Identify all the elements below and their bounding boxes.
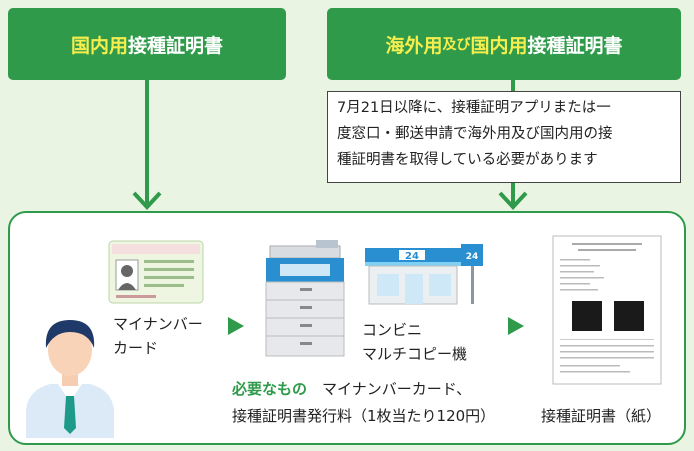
certificate-paper-label: 接種証明書（紙）: [541, 407, 662, 425]
left-connector-line: [145, 80, 149, 204]
person-icon: [26, 320, 114, 438]
certificate-text-2: 接種証明書: [527, 34, 623, 57]
overseas-domestic-certificate-box: 海外用及び国内用接種証明書: [327, 8, 681, 80]
mynumber-line-1: マイナンバー: [113, 315, 203, 333]
store-line-2: マルチコピー機: [362, 345, 468, 363]
and-highlight: 及び: [442, 37, 471, 53]
domestic-certificate-box: 国内用接種証明書: [8, 8, 286, 80]
right-connector-top-line: [511, 80, 515, 92]
mynumber-card-icon: [108, 240, 204, 304]
mynumber-line-2: カード: [113, 339, 159, 357]
store-line-1: コンビニ: [362, 321, 423, 339]
requirements-line-2: 接種証明書発行料（1枚当たり120円）: [232, 407, 496, 425]
requirements-card: マイナンバーカード、: [322, 380, 472, 398]
overseas-highlight: 海外用: [385, 34, 443, 57]
certificate-paper-icon: [552, 235, 662, 385]
store-copier-label: コンビニ マルチコピー機: [362, 318, 467, 366]
store-sign-text: 24: [405, 251, 419, 262]
flow-arrow-2-icon: [508, 317, 524, 335]
multicopy-machine-icon: [265, 240, 345, 357]
domestic-highlight: 国内用: [70, 34, 128, 57]
left-down-arrow-icon: [132, 191, 162, 210]
requirements-line-1: 必要なもの マイナンバーカード、: [232, 377, 471, 401]
right-down-arrow-icon: [498, 191, 528, 210]
right-connector-bottom-line: [511, 183, 515, 204]
mynumber-card-label: マイナンバー カード: [113, 312, 203, 360]
certificate-text: 接種証明書: [128, 34, 224, 57]
store-pole-sign-text: 24: [466, 252, 479, 262]
requirement-note: 7月21日以降に、接種証明アプリまたは一 度窓口・郵送申請で海外用及び国内用の接…: [327, 91, 681, 183]
requirements-heading: 必要なもの: [232, 380, 308, 398]
note-line-3: 種証明書を取得している必要があります: [337, 152, 598, 168]
domestic-highlight-2: 国内用: [470, 34, 528, 57]
convenience-store-icon: 24 24: [365, 244, 483, 305]
note-line-1: 7月21日以降に、接種証明アプリまたは一: [337, 100, 611, 116]
note-line-2: 度窓口・郵送申請で海外用及び国内用の接: [337, 126, 613, 142]
flow-arrow-1-icon: [228, 317, 244, 335]
